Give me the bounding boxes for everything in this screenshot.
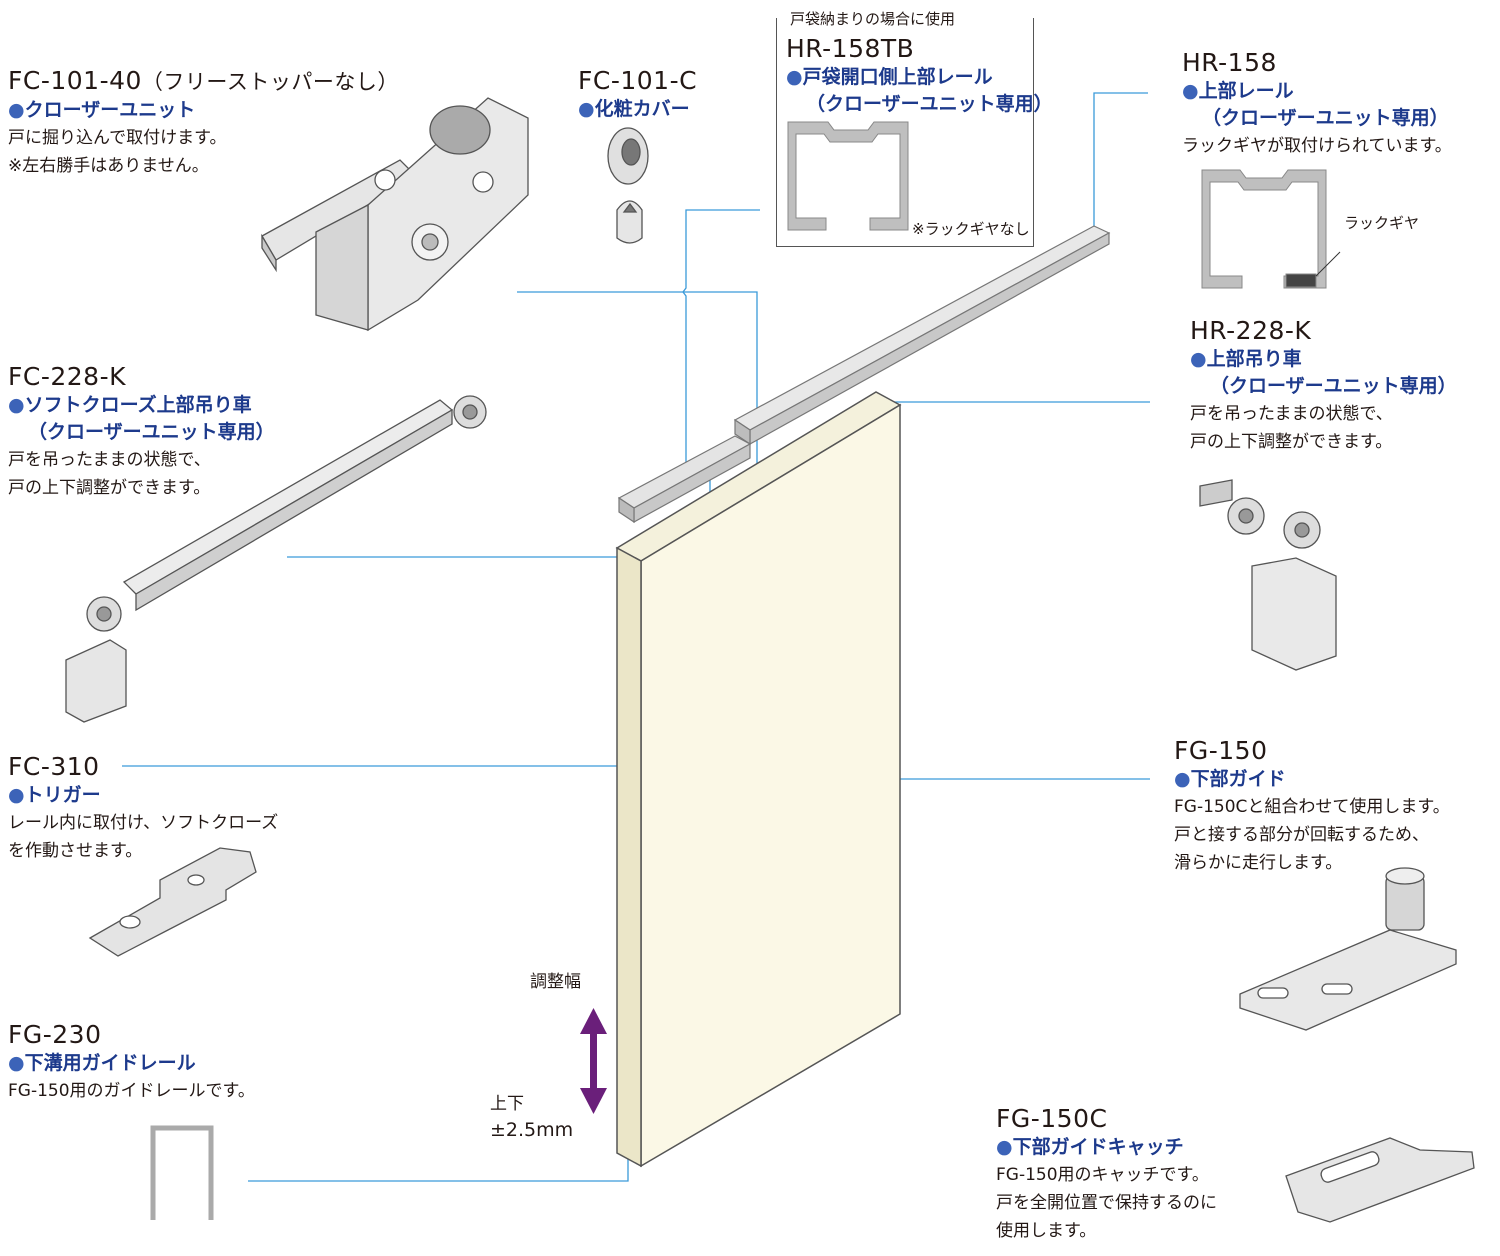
desc-line: FG-150Cと組合わせて使用します。	[1174, 797, 1450, 817]
hr158tb-caption: 戸袋納まりの場合に使用	[786, 8, 960, 29]
adjust-range-2: ±2.5mm	[490, 1119, 574, 1141]
part-hr228k: HR-228-K ●上部吊り車 （クローザーユニット専用） 戸を吊ったままの状態…	[1190, 316, 1457, 456]
hr228k-illustration	[1199, 479, 1337, 671]
desc-line: 戸を全開位置で保持するのに	[996, 1193, 1217, 1213]
trigger-illustration	[88, 847, 257, 957]
desc-line: 戸を吊ったままの状態で、	[8, 450, 211, 470]
bullet-icon: ●	[578, 98, 595, 120]
desc-line: レール内に取付け、ソフトクローズ	[8, 813, 279, 833]
desc-line: FG-150用のキャッチです。	[996, 1165, 1209, 1185]
leader-fc101c	[682, 209, 760, 468]
subtitle-2: （クローザーユニット専用）	[1202, 107, 1449, 129]
part-fc228k: FC-228-K ●ソフトクローズ上部吊り車 （クローザーユニット専用） 戸を吊…	[8, 362, 275, 502]
bullet-icon: ●	[1174, 768, 1191, 790]
desc-line: 滑らかに走行します。	[1174, 853, 1343, 873]
subtitle-2: （クローザーユニット専用）	[28, 421, 275, 443]
hr158tb-note: ※ラックギヤなし	[912, 220, 1030, 238]
subtitle: 戸袋開口側上部レール	[802, 66, 993, 88]
fg150-illustration	[1239, 867, 1457, 1031]
code-suffix: （フリーストッパーなし）	[141, 70, 399, 94]
desc-line: 戸に掘り込んで取付けます。	[8, 128, 227, 148]
desc-line: ※左右勝手はありません。	[8, 156, 209, 176]
desc-line: 戸の上下調整ができます。	[1190, 432, 1393, 452]
bullet-icon: ●	[996, 1136, 1013, 1158]
code: FC-228-K	[8, 362, 126, 391]
code: HR-158	[1182, 48, 1277, 77]
leader-fg150	[875, 778, 1150, 1021]
hr158tb-profile	[787, 121, 909, 231]
rack-gear-label: ラックギヤ	[1344, 214, 1420, 232]
fc228k-illustration	[65, 395, 487, 723]
subtitle: ソフトクローズ上部吊り車	[24, 394, 252, 416]
part-fc310: FC-310 ●トリガー レール内に取付け、ソフトクローズ を作動させます。	[8, 752, 278, 865]
bullet-icon: ●	[8, 394, 25, 416]
desc-line: ラックギヤが取付けられています。	[1182, 136, 1452, 156]
fg230-illustration	[150, 1125, 214, 1220]
closer-unit-illustration	[261, 97, 529, 332]
opening-rail	[617, 435, 752, 524]
door-panel	[615, 391, 902, 1168]
subtitle: 下部ガイド	[1190, 768, 1286, 790]
subtitle-2: （クローザーユニット専用）	[1210, 375, 1457, 397]
bullet-icon: ●	[786, 66, 803, 88]
desc-line: 戸と接する部分が回転するため、	[1174, 825, 1429, 845]
code: FG-230	[8, 1020, 102, 1049]
code: FC-101-40	[8, 66, 142, 95]
cover-illustration	[607, 127, 649, 244]
code: HR-228-K	[1190, 316, 1312, 345]
code: HR-158TB	[786, 34, 915, 63]
bullet-icon: ●	[8, 99, 25, 121]
adjust-label: 調整幅	[530, 972, 581, 992]
adjust-range-1: 上下	[490, 1094, 524, 1114]
bullet-icon: ●	[8, 784, 25, 806]
part-fg230: FG-230 ●下溝用ガイドレール FG-150用のガイドレールです。	[8, 1020, 255, 1105]
part-hr158: HR-158 ●上部レール （クローザーユニット専用） ラックギヤが取付けられて…	[1182, 48, 1452, 160]
part-hr158tb: HR-158TB ●戸袋開口側上部レール （クローザーユニット専用）	[786, 34, 1053, 118]
bullet-icon: ●	[8, 1052, 25, 1074]
part-fg150c: FG-150C ●下部ガイドキャッチ FG-150用のキャッチです。 戸を全開位…	[996, 1104, 1217, 1245]
bullet-icon: ●	[1182, 80, 1199, 102]
desc-line: 使用します。	[996, 1221, 1097, 1241]
adjust-arrow	[580, 1008, 607, 1114]
hr158tb-frame	[776, 18, 1034, 247]
desc-line: FG-150用のガイドレールです。	[8, 1081, 255, 1101]
subtitle-2: （クローザーユニット専用）	[806, 93, 1053, 115]
bullet-icon: ●	[1190, 348, 1207, 370]
desc-line: 戸の上下調整ができます。	[8, 478, 211, 498]
code: FG-150C	[996, 1104, 1108, 1133]
part-fc101-40: FC-101-40（フリーストッパーなし） ●クローザーユニット 戸に掘り込んで…	[8, 66, 399, 180]
subtitle: クローザーユニット	[24, 99, 196, 121]
code: FG-150	[1174, 736, 1268, 765]
code: FC-101-C	[578, 66, 698, 95]
part-fc101c: FC-101-C ●化粧カバー	[578, 66, 697, 123]
leader-fg230	[248, 1151, 629, 1182]
subtitle: 化粧カバー	[594, 98, 690, 120]
fg150c-illustration	[1285, 1137, 1475, 1223]
leader-hr158	[1093, 92, 1148, 226]
subtitle: トリガー	[24, 784, 101, 806]
subtitle: 上部レール	[1198, 80, 1294, 102]
top-rail	[733, 225, 1111, 446]
code: FC-310	[8, 752, 100, 781]
subtitle: 下部ガイドキャッチ	[1012, 1136, 1184, 1158]
desc-line: を作動させます。	[8, 841, 143, 861]
subtitle: 下溝用ガイドレール	[24, 1052, 196, 1074]
desc-line: 戸を吊ったままの状態で、	[1190, 404, 1393, 424]
subtitle: 上部吊り車	[1206, 348, 1302, 370]
hr158-profile	[1201, 169, 1341, 289]
part-fg150: FG-150 ●下部ガイド FG-150Cと組合わせて使用します。 戸と接する部…	[1174, 736, 1450, 877]
